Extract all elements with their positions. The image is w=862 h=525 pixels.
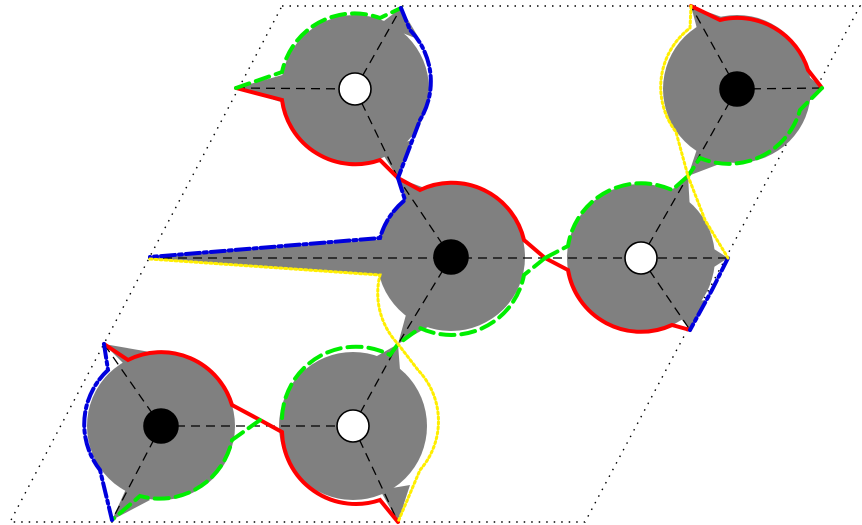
disk-n1 bbox=[236, 8, 429, 178]
node-black-n2 bbox=[719, 71, 755, 107]
red-boundaries bbox=[102, 4, 824, 524]
nodes bbox=[143, 71, 755, 444]
fundamental-cell-outline bbox=[8, 5, 862, 523]
disk-n3 bbox=[148, 178, 525, 344]
node-white-n6 bbox=[336, 409, 370, 443]
node-black-n3 bbox=[433, 239, 469, 275]
node-white-n4 bbox=[624, 241, 658, 275]
green-boundaries bbox=[110, 6, 824, 522]
blue-boundaries bbox=[82, 6, 730, 522]
yellow-boundaries bbox=[148, 4, 730, 524]
node-black-n5 bbox=[143, 408, 179, 444]
node-white-n1 bbox=[338, 72, 372, 106]
